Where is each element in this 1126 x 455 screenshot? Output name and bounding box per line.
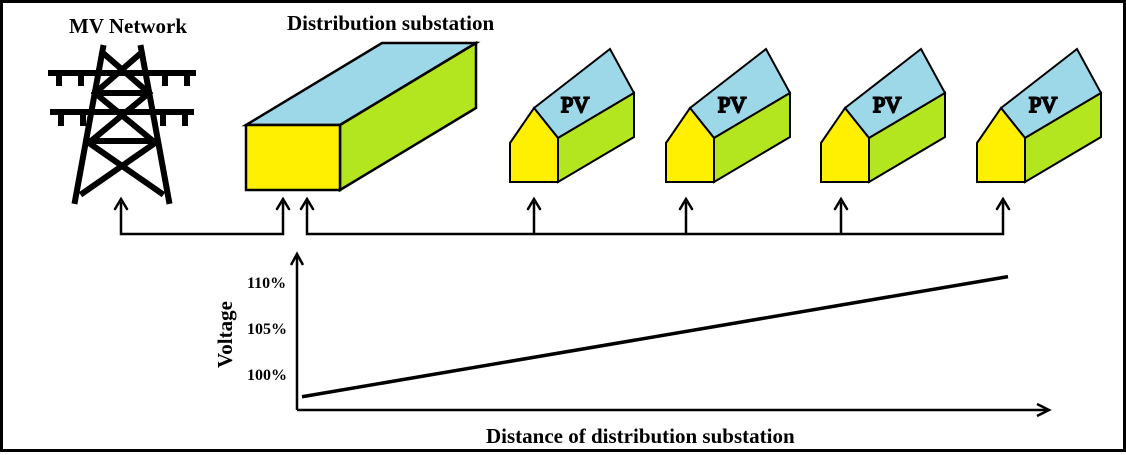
pv-label: PV: [873, 92, 901, 117]
y-axis-label: Voltage: [213, 301, 237, 368]
y-tick-label: 100%: [247, 367, 287, 384]
pv-label: PV: [718, 92, 746, 117]
transmission-tower-icon: [48, 44, 196, 205]
substation-label: Distribution substation: [287, 11, 494, 35]
house-front: [665, 106, 715, 183]
voltage-chart: 110% 105% 100% Voltage Distance of distr…: [213, 251, 1052, 448]
arrow-up-icon: [526, 196, 542, 211]
arrow-up-icon: [275, 196, 291, 211]
house-front: [509, 106, 559, 183]
y-tick-label: 105%: [247, 321, 287, 338]
house-front: [976, 106, 1026, 183]
arrow-up-icon: [833, 196, 849, 211]
arrow-up-icon: [678, 196, 694, 211]
substation-front: [244, 123, 342, 192]
mv-network-label: MV Network: [69, 14, 187, 38]
pv-label: PV: [1029, 92, 1057, 117]
y-tick-label: 110%: [247, 275, 286, 292]
arrow-up-icon: [299, 196, 315, 211]
house-front: [820, 106, 870, 183]
diagram-svg: MV Network Distribution substation: [48, 11, 1103, 448]
x-axis-label: Distance of distribution substation: [486, 424, 795, 448]
house-1: PV: [509, 47, 636, 184]
house-3: PV: [820, 47, 947, 184]
substation-box: [241, 40, 481, 193]
connection-lines: [119, 202, 1005, 236]
voltage-series-line: [301, 274, 1009, 399]
x-axis-arrow-icon: [1036, 402, 1052, 418]
pv-label: PV: [561, 92, 589, 117]
mv-link: [119, 202, 285, 236]
y-axis-arrow-icon: [289, 251, 305, 266]
arrow-up-icon: [113, 196, 129, 211]
house-2: PV: [665, 47, 792, 184]
house-4: PV: [976, 47, 1103, 184]
lv-bus: [305, 202, 1005, 236]
arrowheads: [113, 196, 1011, 211]
arrow-up-icon: [995, 196, 1011, 211]
